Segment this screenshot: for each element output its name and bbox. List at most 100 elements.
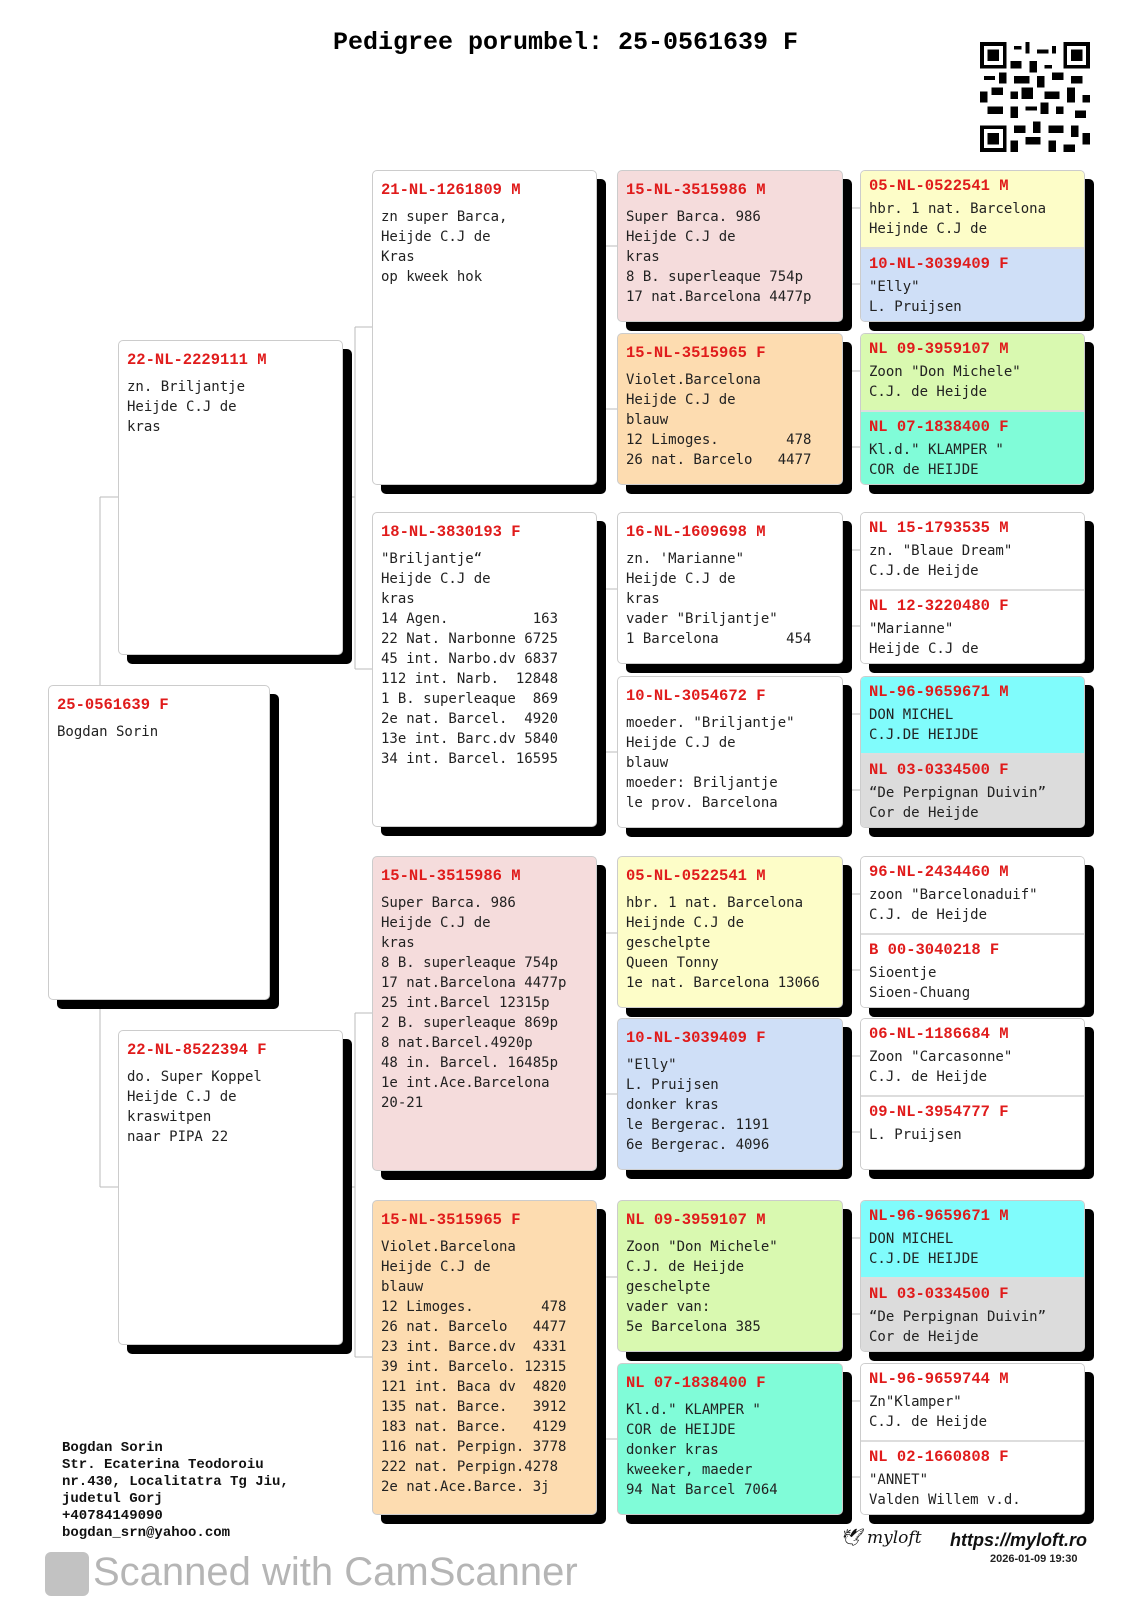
pigeon-notes: “De Perpignan Duivin”Cor de Heijde	[861, 1303, 1084, 1347]
note-line: 5e Barcelona 385	[626, 1319, 761, 1335]
note-line: Heijde C.J de	[381, 915, 491, 931]
ring-number: 96-NL-2434460 M	[869, 863, 1009, 881]
note-line: COR de HEIJDE	[869, 462, 979, 478]
note-line: 116 nat. Perpign. 3778	[381, 1439, 567, 1455]
owner-address-line: Str. Ecaterina Teodoroiu	[62, 1457, 264, 1473]
ring-number: 22-NL-8522394 F	[127, 1041, 267, 1059]
note-line: vader van:	[626, 1299, 711, 1315]
owner-name: Bogdan Sorin	[62, 1440, 163, 1456]
note-line: "ANNET"	[869, 1472, 929, 1488]
ring-number: NL 12-3220480 F	[869, 597, 1009, 615]
note-line: 22 Nat. Narbonne 6725	[381, 631, 559, 647]
pigeon-notes: zn. "Blaue Dream"C.J.de Heijde	[861, 537, 1084, 581]
note-line: 26 nat. Barcelo 4477	[626, 452, 812, 468]
note-line: Zoon "Don Michele"	[626, 1239, 778, 1255]
ring-number: 15-NL-3515986 M	[381, 867, 521, 885]
ancestor-entry[interactable]: NL 03-0334500 F“De Perpignan Duivin”Cor …	[861, 1277, 1084, 1351]
note-line: "Briljantje“	[381, 551, 483, 567]
note-line: C.J.DE HEIJDE	[869, 1251, 979, 1267]
note-line: zn. Briljantje	[127, 379, 246, 395]
ancestor-entry[interactable]: NL 12-3220480 F"Marianne"Heijde C.J de	[861, 589, 1084, 663]
note-line: Heijde C.J de	[869, 641, 979, 657]
ring-number: NL 09-3959107 M	[869, 340, 1009, 358]
note-line: Kl.d." KLAMPER "	[869, 442, 1004, 458]
note-line: C.J. de Heijde	[626, 1259, 745, 1275]
note-line: naar PIPA 22	[127, 1129, 229, 1145]
website-link[interactable]: https://myloft.ro	[950, 1530, 1087, 1550]
note-line: blauw	[626, 755, 669, 771]
pigeon-notes: Zoon "Carcasonne"C.J. de Heijde	[861, 1043, 1084, 1087]
camscanner-watermark: Scanned with CamScanner	[45, 1548, 578, 1597]
note-line: 2e nat. Barcel. 4920	[381, 711, 559, 727]
note-line: hbr. 1 nat. Barcelona	[869, 201, 1047, 217]
note-line: Violet.Barcelona	[381, 1239, 516, 1255]
note-line: 1 B. superleaque 869	[381, 691, 559, 707]
note-line: 183 nat. Barce. 4129	[381, 1419, 567, 1435]
ring-number: 15-NL-3515965 F	[626, 344, 766, 362]
note-line: DON MICHEL	[869, 1231, 954, 1247]
ring-number: 15-NL-3515986 M	[626, 181, 766, 199]
ancestor-entry[interactable]: NL 02-1660808 F "ANNET" Valden Willem v.d.	[861, 1440, 1084, 1514]
ring-number: 05-NL-0522541 M	[869, 177, 1009, 195]
note-line: Heijde C.J de	[127, 1089, 237, 1105]
owner-address-line: judetul Gorj	[62, 1491, 163, 1507]
note-line: 48 in. Barcel. 16485p	[381, 1055, 559, 1071]
ring-number: NL 07-1838400 F	[626, 1374, 766, 1392]
ancestor-entry[interactable]: 10-NL-3039409 F"Elly"L. Pruijsen	[861, 247, 1084, 321]
qr-code-icon	[980, 42, 1090, 152]
watermark-text: Scanned with CamScanner	[93, 1550, 578, 1594]
note-line: 13e int. Barc.dv 5840	[381, 731, 559, 747]
note-line: 2 B. superleaque 869p	[381, 1015, 559, 1031]
grandparent-card[interactable]: 18-NL-3830193 F"Briljantje“Heijde C.J de…	[372, 512, 597, 827]
pigeon-notes: DON MICHEL C.J.DE HEIJDE	[861, 1225, 1084, 1269]
note-line: "Elly"	[626, 1057, 677, 1073]
ring-number: 25-0561639 F	[57, 696, 169, 714]
note-line: 20-21	[381, 1095, 424, 1111]
note-line: 12 Limoges. 478	[626, 432, 812, 448]
note-line: 2e nat.Ace.Barce. 3j	[381, 1479, 550, 1495]
ring-number: NL 02-1660808 F	[869, 1448, 1009, 1466]
note-line: Sioentje	[869, 965, 937, 981]
ancestor-entry[interactable]: NL 03-0334500 F“De Perpignan Duivin”Cor …	[861, 753, 1084, 827]
note-line: 25 int.Barcel 12315p	[381, 995, 550, 1011]
note-line: Kras	[381, 249, 415, 265]
note-line: Cor de Heijde	[869, 805, 979, 821]
note-line: Valden Willem v.d.	[869, 1492, 1021, 1508]
note-line: 1 Barcelona 454	[626, 631, 812, 647]
